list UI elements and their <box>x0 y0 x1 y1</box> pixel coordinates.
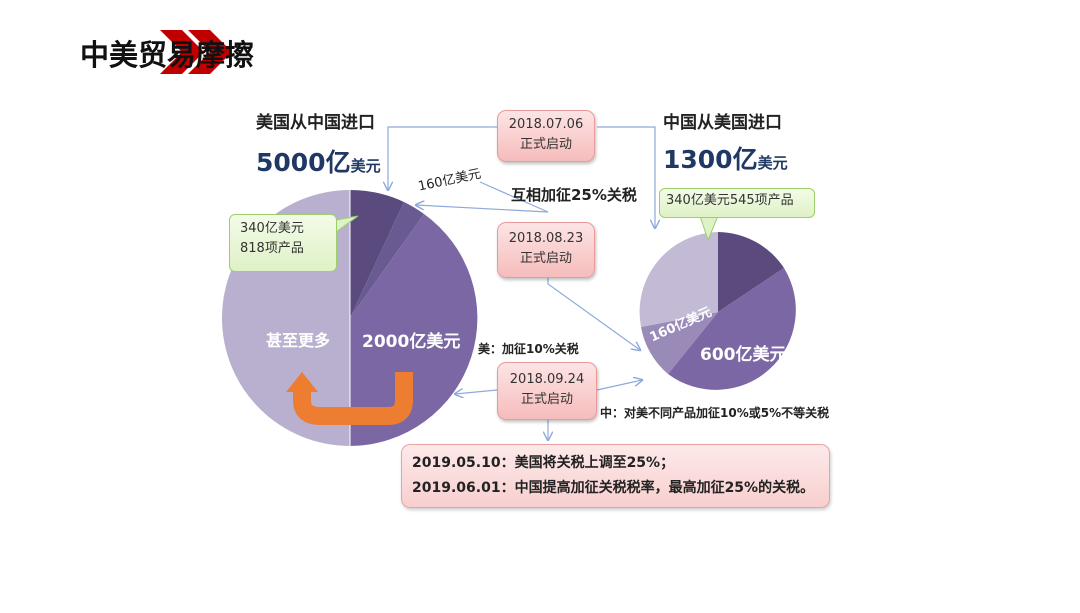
us-slice-2000-label: 2000亿美元 <box>362 332 461 352</box>
cn-slice-600 <box>668 268 796 390</box>
date-box-20180823: 2018.08.23 正式启动 <box>497 222 595 278</box>
mutual-tariff-label: 互相加征25%关税 <box>511 186 637 204</box>
start2: 正式启动 <box>519 251 572 266</box>
cn-callout: 340亿美元545项产品 <box>659 188 815 218</box>
us-slice-2000 <box>350 214 478 446</box>
us-total-number: 5000亿 <box>256 148 351 177</box>
china-imports-total: 1300亿美元 <box>663 140 788 176</box>
more-arrow-icon <box>286 372 413 425</box>
us-slice-160 <box>350 202 424 318</box>
start3: 正式启动 <box>520 392 573 407</box>
us-imports-heading: 美国从中国进口 <box>256 113 375 133</box>
date-box-20180924: 2018.09.24 正式启动 <box>497 362 597 420</box>
us-slice-more-label: 甚至更多 <box>266 331 331 350</box>
us-tariff-note: 美：加征10%关税 <box>478 342 579 356</box>
date3: 2018.09.24 <box>509 372 585 387</box>
china-imports-pie <box>639 232 796 390</box>
cn-total-number: 1300亿 <box>663 145 758 174</box>
cn-total-unit: 美元 <box>757 154 788 172</box>
title-chevron-icon <box>160 30 232 74</box>
us-slice-340 <box>350 190 404 318</box>
note-line1: 2019.05.10：美国将关税上调至25%； <box>412 455 675 471</box>
start1: 正式启动 <box>519 137 572 152</box>
page-title: 中美贸易摩擦 <box>80 38 255 72</box>
us-total-unit: 美元 <box>350 157 381 175</box>
us-imports-total: 5000亿美元 <box>256 143 381 179</box>
cn-slice-340 <box>718 232 784 312</box>
us-callout: 340亿美元 818项产品 <box>229 214 337 272</box>
date-box-20180706: 2018.07.06 正式启动 <box>497 110 595 162</box>
note-line2: 2019.06.01：中国提高加征关税税率，最高加征25%的关税。 <box>412 480 815 496</box>
cn-tariff-note: 中：对美不同产品加征10%或5%不等关税 <box>600 406 830 420</box>
cn-slice-rest <box>639 232 718 327</box>
date2: 2018.08.23 <box>508 231 584 246</box>
us-callout-line2: 818项产品 <box>240 241 304 256</box>
escalation-notes: 2019.05.10：美国将关税上调至25%； 2019.06.01：中国提高加… <box>401 444 830 508</box>
date1: 2018.07.06 <box>508 117 584 132</box>
china-imports-heading: 中国从美国进口 <box>663 113 782 133</box>
cn-slice-600-label: 600亿美元 <box>700 345 787 365</box>
us-callout-line1: 340亿美元 <box>240 221 304 236</box>
cn-slice-160 <box>641 312 718 374</box>
